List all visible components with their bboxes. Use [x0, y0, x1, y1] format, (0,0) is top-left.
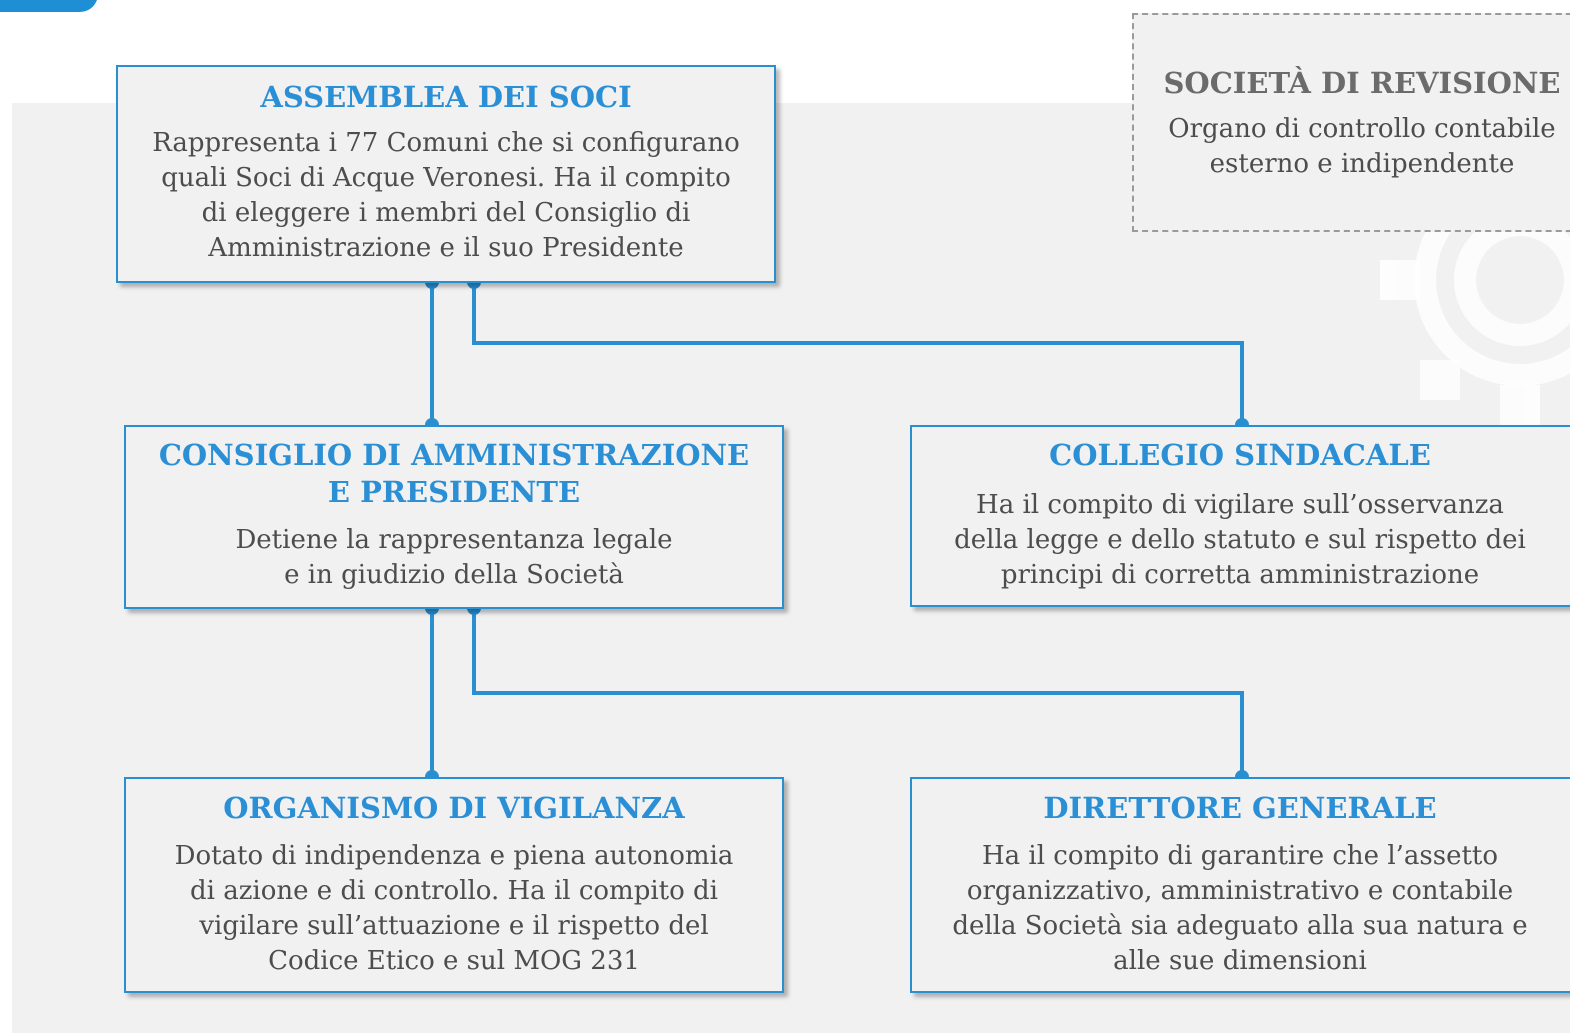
direttore-generale-box: DIRETTORE GENERALE Ha il compito di gara… — [910, 777, 1570, 993]
connector-assemblea-collegio — [472, 282, 1244, 425]
direttore-title: DIRETTORE GENERALE — [1043, 791, 1437, 825]
collegio-description: Ha il compito di vigilare sull’osservanz… — [954, 490, 1526, 590]
direttore-description: Ha il compito di garantire che l’assetto… — [952, 841, 1528, 976]
organismo-description: Dotato di indipendenza e piena autonomia… — [174, 841, 734, 976]
assemblea-title: ASSEMBLEA DEI SOCI — [260, 80, 632, 114]
collegio-sindacale-box: COLLEGIO SINDACALE Ha il compito di vigi… — [910, 425, 1570, 607]
assemblea-description: Rappresenta i 77 Comuni che si configura… — [152, 128, 740, 263]
collegio-title: COLLEGIO SINDACALE — [1049, 438, 1431, 472]
societa-di-revisione-title: SOCIETÀ DI REVISIONE — [1163, 66, 1561, 100]
assemblea-dei-soci-box: ASSEMBLEA DEI SOCI Rappresenta i 77 Comu… — [116, 65, 776, 283]
consiglio-description: Detiene la rappresentanza legale e in gi… — [235, 525, 673, 590]
corner-accent-mark — [0, 0, 98, 12]
societa-di-revisione-box: SOCIETÀ DI REVISIONE Organo di controllo… — [1132, 13, 1570, 232]
connector-consiglio-direttore — [472, 608, 1244, 777]
organismo-title: ORGANISMO DI VIGILANZA — [223, 791, 685, 825]
organismo-di-vigilanza-box: ORGANISMO DI VIGILANZA Dotato di indipen… — [124, 777, 784, 993]
societa-di-revisione-description: Organo di controllo contabile esterno e … — [1168, 114, 1556, 179]
consiglio-title: CONSIGLIO DI AMMINISTRAZIONE E PRESIDENT… — [158, 438, 750, 509]
consiglio-di-amministrazione-box: CONSIGLIO DI AMMINISTRAZIONE E PRESIDENT… — [124, 425, 784, 609]
